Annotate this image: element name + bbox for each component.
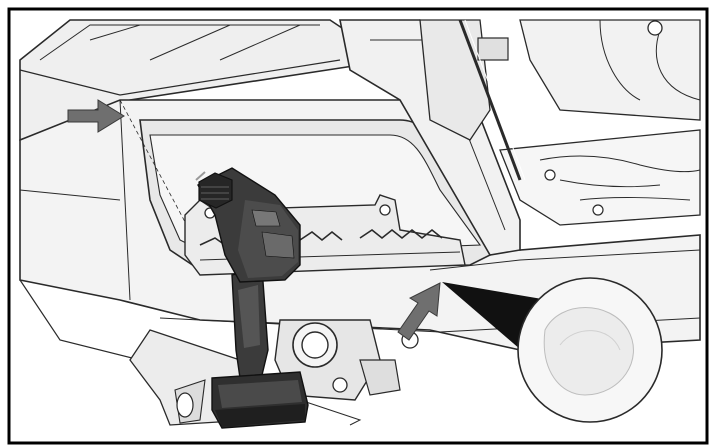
figure-border bbox=[7, 7, 709, 445]
zoom-detail-icon bbox=[442, 277, 663, 423]
cordless-drill-icon bbox=[195, 167, 309, 429]
rear-compartment bbox=[419, 19, 701, 226]
arrow-right-icon bbox=[67, 99, 125, 133]
arrow-up-right-icon bbox=[397, 282, 441, 341]
push-rivet-right bbox=[379, 204, 391, 216]
